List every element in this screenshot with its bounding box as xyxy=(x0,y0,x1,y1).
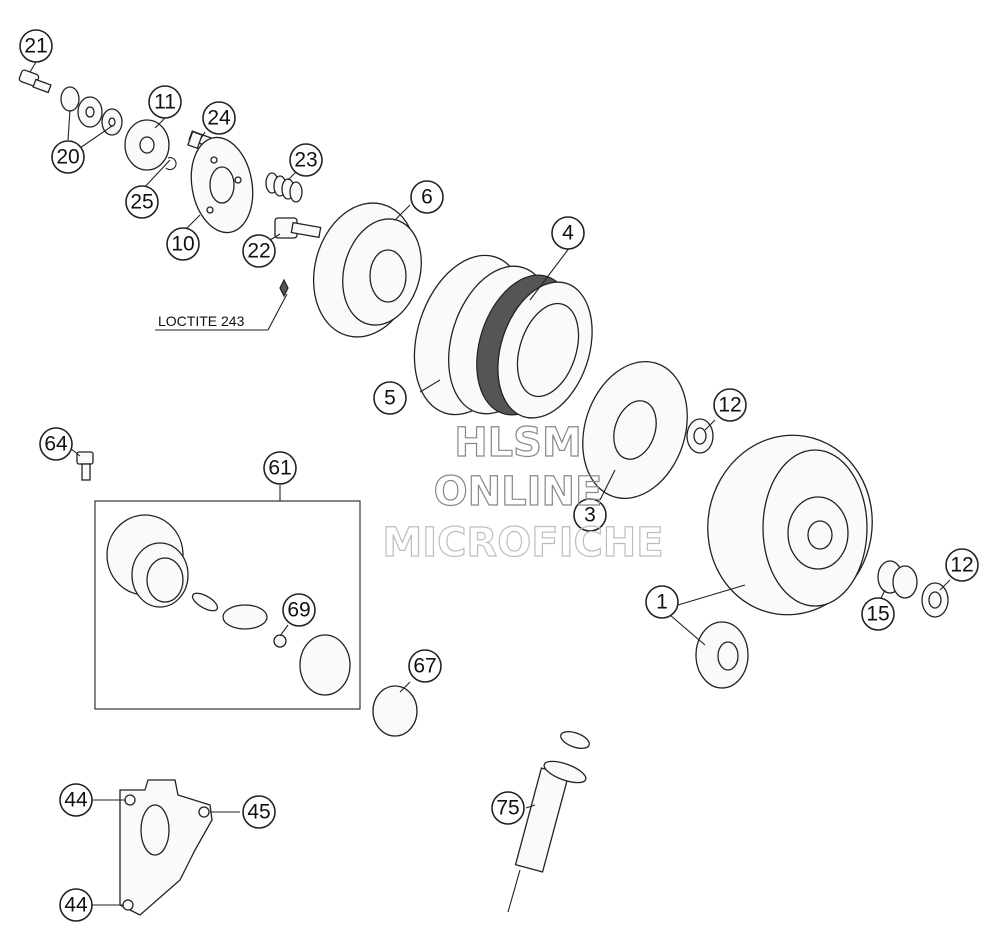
svg-text:44: 44 xyxy=(64,894,88,917)
svg-text:23: 23 xyxy=(294,149,317,172)
svg-text:64: 64 xyxy=(44,433,68,456)
callout-67[interactable]: 67 xyxy=(408,649,442,683)
watermark: HLSM ONLINE MICROFICHE xyxy=(382,419,664,566)
part-bolt-64 xyxy=(76,451,94,481)
svg-text:22: 22 xyxy=(247,240,270,263)
callout-15[interactable]: 15 xyxy=(861,597,895,631)
callout-75[interactable]: 75 xyxy=(491,791,525,825)
svg-text:6: 6 xyxy=(421,186,433,209)
callout-12-right[interactable]: 12 xyxy=(945,548,979,582)
part-cap-11 xyxy=(124,119,170,171)
svg-text:69: 69 xyxy=(287,599,310,622)
callout-44-bottom[interactable]: 44 xyxy=(59,888,93,922)
callout-24[interactable]: 24 xyxy=(202,101,236,135)
svg-text:20: 20 xyxy=(56,146,79,169)
svg-text:1: 1 xyxy=(656,591,668,614)
svg-text:45: 45 xyxy=(247,801,270,824)
svg-text:21: 21 xyxy=(24,35,47,58)
svg-text:24: 24 xyxy=(207,107,231,130)
part-screw-21 xyxy=(18,69,52,94)
part-cover-44-45 xyxy=(119,779,213,916)
part-washer-12b xyxy=(921,582,949,618)
callout-64[interactable]: 64 xyxy=(39,427,73,461)
callout-6[interactable]: 6 xyxy=(410,180,444,214)
callout-21[interactable]: 21 xyxy=(19,29,53,63)
watermark-line-1: HLSM xyxy=(454,420,582,466)
part-circlip-25 xyxy=(165,157,177,171)
callout-69[interactable]: 69 xyxy=(282,593,316,627)
svg-text:3: 3 xyxy=(584,504,596,527)
loctite-note: LOCTITE 243 xyxy=(158,313,245,329)
svg-text:25: 25 xyxy=(130,191,153,214)
callout-25[interactable]: 25 xyxy=(125,185,159,219)
part-pressure-plate-10 xyxy=(190,136,254,234)
part-washer-12a xyxy=(686,418,714,454)
part-bolt-22 xyxy=(274,217,322,298)
callout-23[interactable]: 23 xyxy=(289,143,323,177)
svg-text:75: 75 xyxy=(496,797,519,820)
callout-61[interactable]: 61 xyxy=(263,451,297,485)
callout-4[interactable]: 4 xyxy=(551,216,585,250)
callout-45[interactable]: 45 xyxy=(242,795,276,829)
svg-text:15: 15 xyxy=(866,603,889,626)
callout-3[interactable]: 3 xyxy=(573,498,607,532)
part-slave-cylinder-61 xyxy=(94,500,361,710)
svg-text:10: 10 xyxy=(171,233,194,256)
callout-10[interactable]: 10 xyxy=(166,227,200,261)
svg-text:5: 5 xyxy=(384,387,396,410)
part-o-ring-67 xyxy=(372,685,418,737)
svg-text:67: 67 xyxy=(413,655,436,678)
part-inner-hub-6 xyxy=(312,202,422,338)
callout-1[interactable]: 1 xyxy=(645,585,679,619)
part-clutch-plates-4 xyxy=(413,254,593,419)
callout-5[interactable]: 5 xyxy=(373,381,407,415)
callout-11[interactable]: 11 xyxy=(148,85,182,119)
part-gear-1 xyxy=(695,621,749,689)
svg-text:61: 61 xyxy=(268,457,291,480)
callout-22[interactable]: 22 xyxy=(242,234,276,268)
part-washers-20 xyxy=(60,86,123,136)
part-grease-syringe-75 xyxy=(507,731,590,913)
svg-text:11: 11 xyxy=(154,91,176,114)
callout-12-top[interactable]: 12 xyxy=(713,388,747,422)
part-outer-basket-1 xyxy=(707,434,873,616)
callout-44-top[interactable]: 44 xyxy=(59,783,93,817)
callout-20[interactable]: 20 xyxy=(51,140,85,174)
part-springs-23 xyxy=(265,172,303,203)
part-pressure-disc-3 xyxy=(582,361,688,499)
svg-text:12: 12 xyxy=(718,394,741,417)
svg-text:44: 44 xyxy=(64,789,88,812)
part-bushing-15 xyxy=(877,560,918,599)
svg-text:12: 12 xyxy=(950,554,973,577)
watermark-line-3: MICROFICHE xyxy=(382,520,663,566)
svg-text:4: 4 xyxy=(562,222,574,245)
watermark-line-2: ONLINE xyxy=(434,469,603,515)
